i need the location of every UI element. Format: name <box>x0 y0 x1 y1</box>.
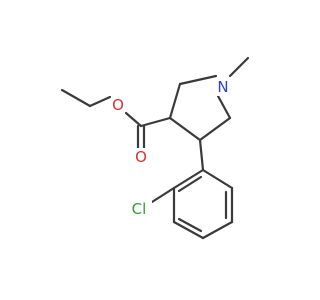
chlorine-bg <box>126 199 152 219</box>
bond-n-methyl <box>228 56 250 78</box>
molecule-diagram: O O N Cl <box>60 56 250 240</box>
carbonyl-oxygen-label: O <box>135 148 147 166</box>
bond-ph-3-4 <box>201 220 234 240</box>
bond-c-cl <box>150 186 176 204</box>
nitrogen-label: N <box>217 78 228 96</box>
bond-c5-c4 <box>198 116 232 142</box>
chlorine-label: Cl <box>132 200 147 218</box>
carbonyl-oxygen-bg <box>134 148 148 166</box>
ester-oxygen-label: O <box>112 96 124 114</box>
bond-layer <box>60 56 250 240</box>
bond-c2-n <box>178 74 218 86</box>
bond-ph-4-5 <box>172 220 205 240</box>
bond-ph-6-1 <box>172 168 205 190</box>
bond-ch2-o <box>88 95 112 108</box>
bond-ch3-ch2 <box>60 88 92 108</box>
bond-c4-c3 <box>168 116 202 142</box>
bond-ph-inner-b <box>177 217 203 233</box>
nitrogen-bg <box>215 78 231 96</box>
ester-oxygen-bg <box>111 96 125 114</box>
bond-c3-c2 <box>168 82 182 120</box>
bond-c4-phenyl <box>198 138 205 172</box>
bond-ph-inner-c <box>177 175 203 193</box>
bond-o-carbonyl-c <box>124 111 143 128</box>
atom-label-layer: O O N Cl <box>111 78 231 219</box>
bond-carbonyl-ring <box>139 116 172 128</box>
bond-n-c5 <box>216 94 232 120</box>
bond-ph-1-2 <box>201 168 234 190</box>
